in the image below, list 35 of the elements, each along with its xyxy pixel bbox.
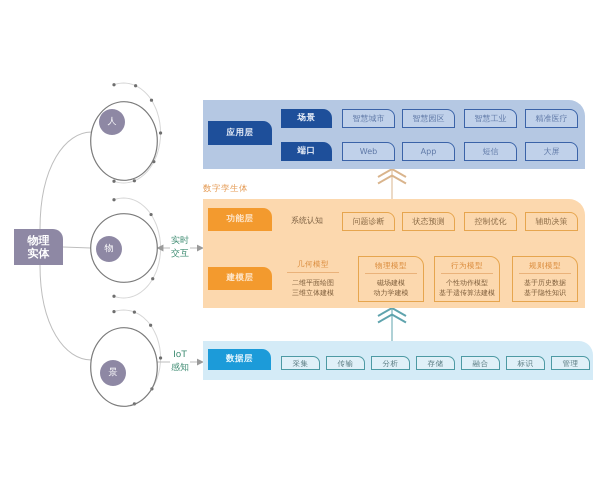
connector-line	[40, 264, 92, 360]
scenario-box: 智慧园区	[402, 109, 455, 128]
function-box: 控制优化	[464, 212, 517, 231]
layer-band	[203, 341, 593, 380]
scenario-box: 精准医疗	[525, 109, 578, 128]
scenario-box: 智慧城市	[342, 109, 395, 128]
channel-box: 短信	[464, 142, 517, 161]
row-text: 系统认知	[291, 216, 323, 226]
row-tab: 端口	[281, 142, 332, 161]
function-box: 问题诊断	[342, 212, 395, 231]
function-box: 辅助决策	[525, 212, 578, 231]
channel-box: Web	[342, 142, 395, 161]
connector-line	[62, 246, 92, 248]
layer-tab: 数据层	[208, 349, 271, 370]
model-box	[434, 256, 500, 302]
layer-tab: 建模层	[208, 267, 272, 290]
outline-circle	[90, 101, 158, 181]
channel-box: App	[402, 142, 455, 161]
layer-tab: 应用层	[208, 121, 272, 145]
label-disc: 人	[99, 109, 125, 135]
layer-tab: 功能层	[208, 208, 272, 231]
model-box	[512, 256, 578, 302]
model-box	[358, 256, 424, 302]
function-box: 状态预测	[402, 212, 455, 231]
layer-band	[203, 100, 585, 169]
section-heading: 数字孪生体	[203, 184, 248, 194]
scenario-box: 智慧工业	[464, 109, 517, 128]
channel-box: 大屏	[525, 142, 578, 161]
row-tab: 场景	[281, 109, 332, 128]
label-disc: 物	[96, 236, 122, 262]
outline-circle	[90, 327, 158, 407]
outline-circle	[90, 213, 158, 283]
label-disc: 景	[100, 360, 126, 386]
connector-line	[40, 132, 92, 230]
entity-box: 物理实体	[14, 229, 63, 265]
